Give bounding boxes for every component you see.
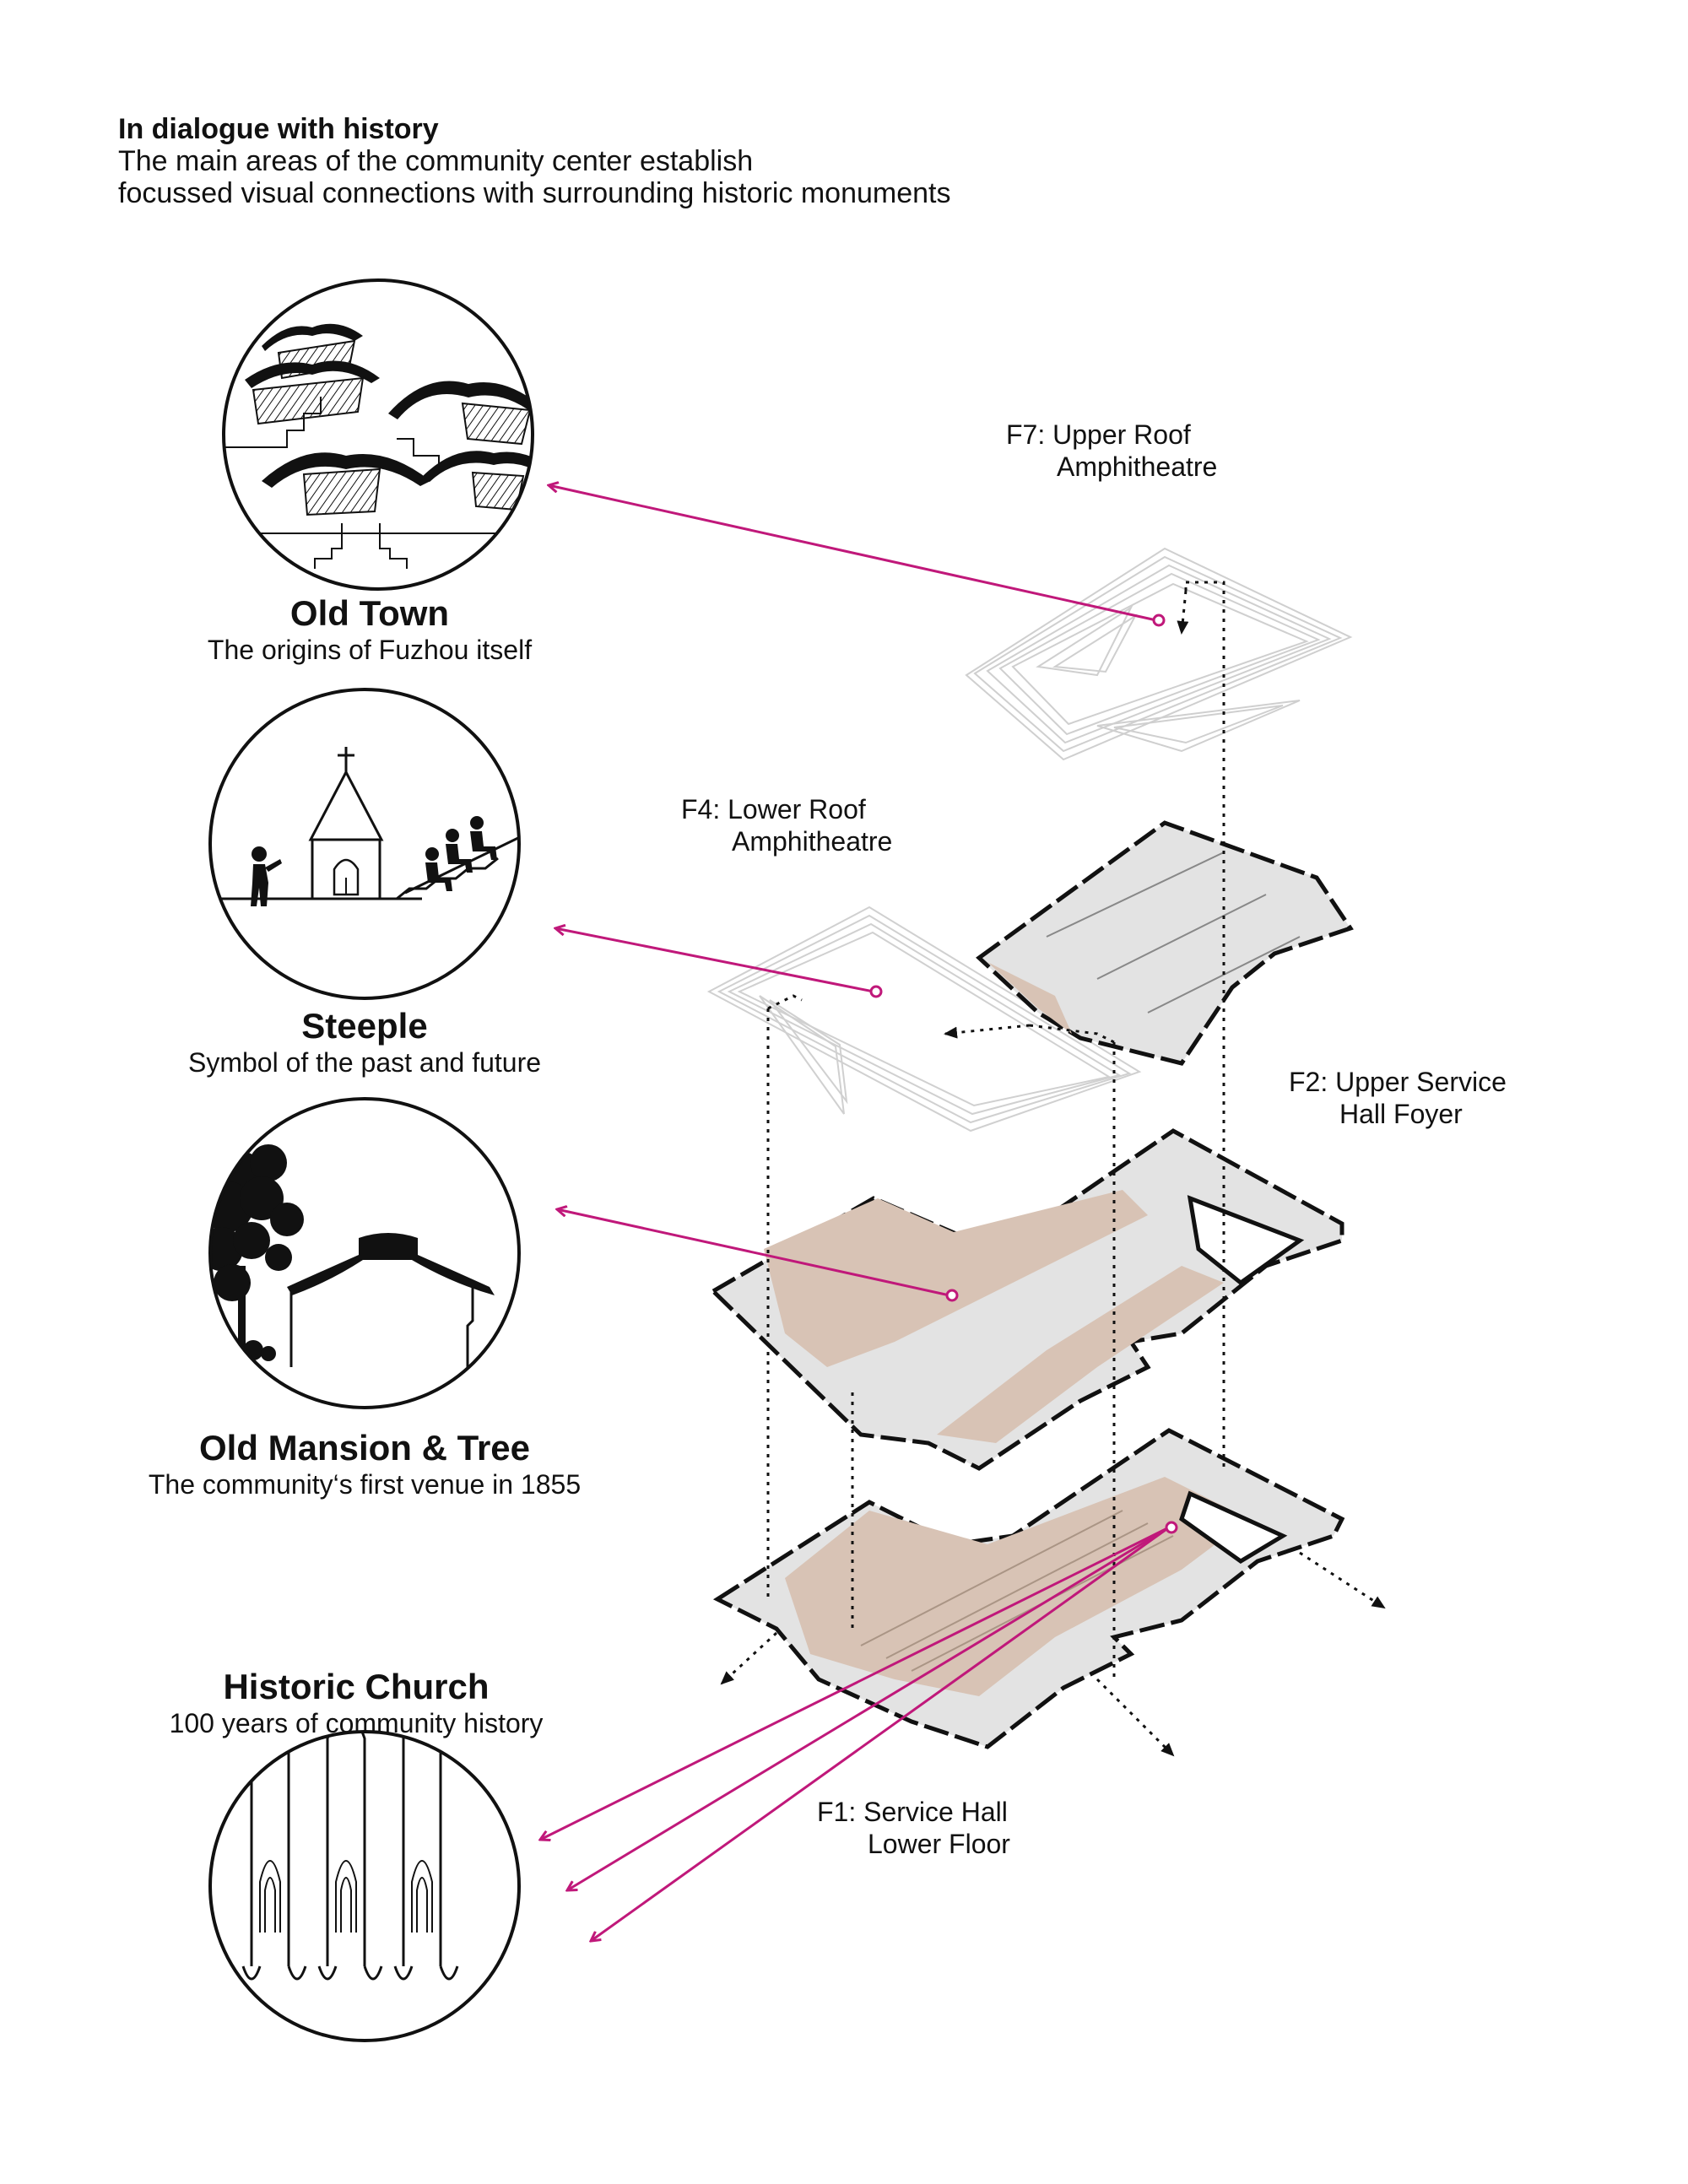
floor-code: F7: <box>1006 419 1046 450</box>
monument-title: Old Town <box>289 593 450 633</box>
floor-label-f7: F7: Upper Roof Amphitheatre <box>1006 419 1217 483</box>
floor-name-line1: Lower Roof <box>728 794 866 824</box>
projection-lines <box>766 581 1225 1679</box>
mansion-tree-icon <box>208 1097 521 1409</box>
monument-title: Old Mansion & Tree <box>198 1428 531 1468</box>
floor-code: F2: <box>1289 1067 1328 1097</box>
floor-f7-upper-roof <box>965 547 1353 761</box>
monument-subtitle: 100 years of community history <box>169 1708 544 1738</box>
floor-name-line2: Amphitheatre <box>732 826 893 857</box>
monument-title: Historic Church <box>223 1667 490 1706</box>
monument-title: Steeple <box>301 1006 428 1046</box>
intro-line-1: The main areas of the community center e… <box>118 145 754 177</box>
floor-name-line1: Upper Roof <box>1052 419 1191 450</box>
floor-label-f4: F4: Lower Roof Amphitheatre <box>681 793 892 857</box>
floor-code: F4: <box>681 794 721 824</box>
sightlines <box>540 485 1170 1941</box>
floor-name-line1: Service Hall <box>863 1797 1008 1827</box>
floor-f2-foyer <box>709 1128 1344 1471</box>
old-town-roofs-icon <box>222 278 534 591</box>
diagram-title: In dialogue with history <box>118 113 439 145</box>
viewpoint-markers <box>869 614 1178 1534</box>
church-windows-icon <box>208 1730 521 2042</box>
caption-old-mansion: Old Mansion & Tree The community‘s first… <box>86 1428 643 1500</box>
floor-code: F1: <box>817 1797 857 1827</box>
floor-label-f1: F1: Service Hall Lower Floor <box>817 1796 1010 1860</box>
floor-label-f2: F2: Upper Service Hall Foyer <box>1289 1066 1507 1130</box>
steeple-icon <box>208 688 521 1000</box>
caption-historic-church: Historic Church 100 years of community h… <box>120 1667 592 1739</box>
floor-name-line1: Upper Service <box>1335 1067 1507 1097</box>
floor-name-line2: Amphitheatre <box>1057 451 1218 482</box>
floor-f4-service-block <box>976 820 1354 1066</box>
caption-steeple: Steeple Symbol of the past and future <box>128 1006 601 1078</box>
monument-subtitle: Symbol of the past and future <box>187 1047 542 1078</box>
monument-subtitle: The community‘s first venue in 1855 <box>148 1469 582 1500</box>
caption-old-town: Old Town The origins of Fuzhou itself <box>159 593 581 666</box>
direction-arrows <box>720 590 1386 1757</box>
floor-name-line2: Hall Foyer <box>1339 1099 1463 1129</box>
monument-subtitle: The origins of Fuzhou itself <box>207 635 533 665</box>
intro-text: In dialogue with history The main areas … <box>118 113 951 209</box>
floor-f1-service-hall <box>712 1428 1345 1749</box>
intro-line-2: focussed visual connections with surroun… <box>118 177 951 209</box>
floor-f4-lower-roof <box>706 905 1142 1133</box>
floor-name-line2: Lower Floor <box>868 1829 1010 1859</box>
